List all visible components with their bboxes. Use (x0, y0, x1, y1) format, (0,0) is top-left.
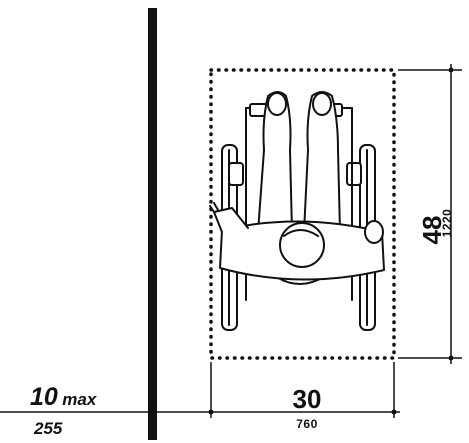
length-mm-label: 1220 (440, 208, 454, 238)
wall-offset-label: 10 max (30, 384, 96, 410)
width-dimension (205, 362, 400, 418)
left-caster (228, 162, 244, 186)
wheelchair-user-figure (209, 91, 385, 331)
wall-offset-inches: 10 (30, 383, 58, 411)
wall-offset-qualifier: max (62, 390, 97, 409)
right-caster (346, 162, 362, 186)
wall-offset-mm-label: 255 (34, 419, 63, 438)
clear-floor-space (209, 68, 396, 360)
left-arm (213, 207, 249, 233)
width-mm-label: 760 (296, 417, 318, 431)
right-foot (312, 92, 332, 116)
left-leg (257, 91, 293, 233)
wall (148, 8, 157, 440)
right-hand (364, 220, 384, 244)
length-dimension (398, 64, 462, 364)
width-inches-label: 30 (292, 384, 322, 414)
left-foot (267, 92, 287, 116)
